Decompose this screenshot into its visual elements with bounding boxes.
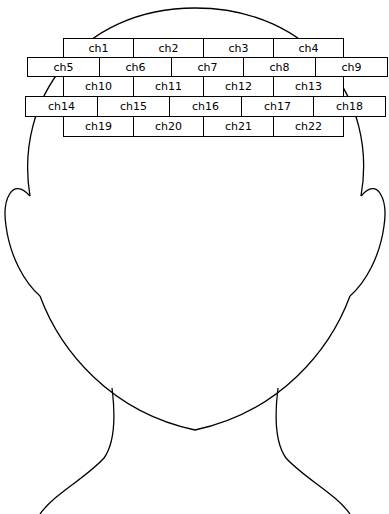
channel-box: ch6 bbox=[99, 57, 172, 77]
channel-label: ch6 bbox=[125, 62, 145, 73]
channel-box: ch17 bbox=[241, 96, 314, 117]
channel-box: ch9 bbox=[315, 57, 388, 77]
channel-label: ch11 bbox=[155, 81, 182, 92]
channel-box: ch19 bbox=[63, 116, 134, 137]
channel-label: ch14 bbox=[48, 101, 75, 112]
channel-box: ch21 bbox=[203, 116, 274, 137]
channel-label: ch2 bbox=[158, 43, 178, 54]
channel-box: ch14 bbox=[25, 96, 98, 117]
channel-box: ch15 bbox=[97, 96, 170, 117]
channel-box: ch10 bbox=[63, 76, 134, 97]
channel-box: ch2 bbox=[133, 38, 204, 58]
channel-box: ch12 bbox=[203, 76, 274, 97]
channel-label: ch17 bbox=[264, 101, 291, 112]
channel-label: ch3 bbox=[228, 43, 248, 54]
channel-label: ch4 bbox=[298, 43, 318, 54]
channel-label: ch19 bbox=[85, 121, 112, 132]
channel-label: ch9 bbox=[341, 62, 361, 73]
channel-box: ch11 bbox=[133, 76, 204, 97]
channel-box: ch7 bbox=[171, 57, 244, 77]
channel-label: ch10 bbox=[85, 81, 112, 92]
channel-box: ch20 bbox=[133, 116, 204, 137]
channel-label: ch8 bbox=[269, 62, 289, 73]
channel-box: ch4 bbox=[273, 38, 344, 58]
channel-box: ch18 bbox=[313, 96, 386, 117]
channel-box: ch8 bbox=[243, 57, 316, 77]
channel-box: ch22 bbox=[273, 116, 344, 137]
channel-label: ch16 bbox=[192, 101, 219, 112]
channel-label: ch20 bbox=[155, 121, 182, 132]
channel-label: ch5 bbox=[53, 62, 73, 73]
channel-label: ch18 bbox=[336, 101, 363, 112]
channel-label: ch1 bbox=[88, 43, 108, 54]
channel-label: ch21 bbox=[225, 121, 252, 132]
channel-box: ch3 bbox=[203, 38, 274, 58]
channel-label: ch12 bbox=[225, 81, 252, 92]
channel-box: ch1 bbox=[63, 38, 134, 58]
channel-label: ch15 bbox=[120, 101, 147, 112]
channel-box: ch16 bbox=[169, 96, 242, 117]
channel-label: ch13 bbox=[295, 81, 322, 92]
channel-label: ch22 bbox=[295, 121, 322, 132]
channel-label: ch7 bbox=[197, 62, 217, 73]
channel-box: ch5 bbox=[27, 57, 100, 77]
channel-box: ch13 bbox=[273, 76, 344, 97]
